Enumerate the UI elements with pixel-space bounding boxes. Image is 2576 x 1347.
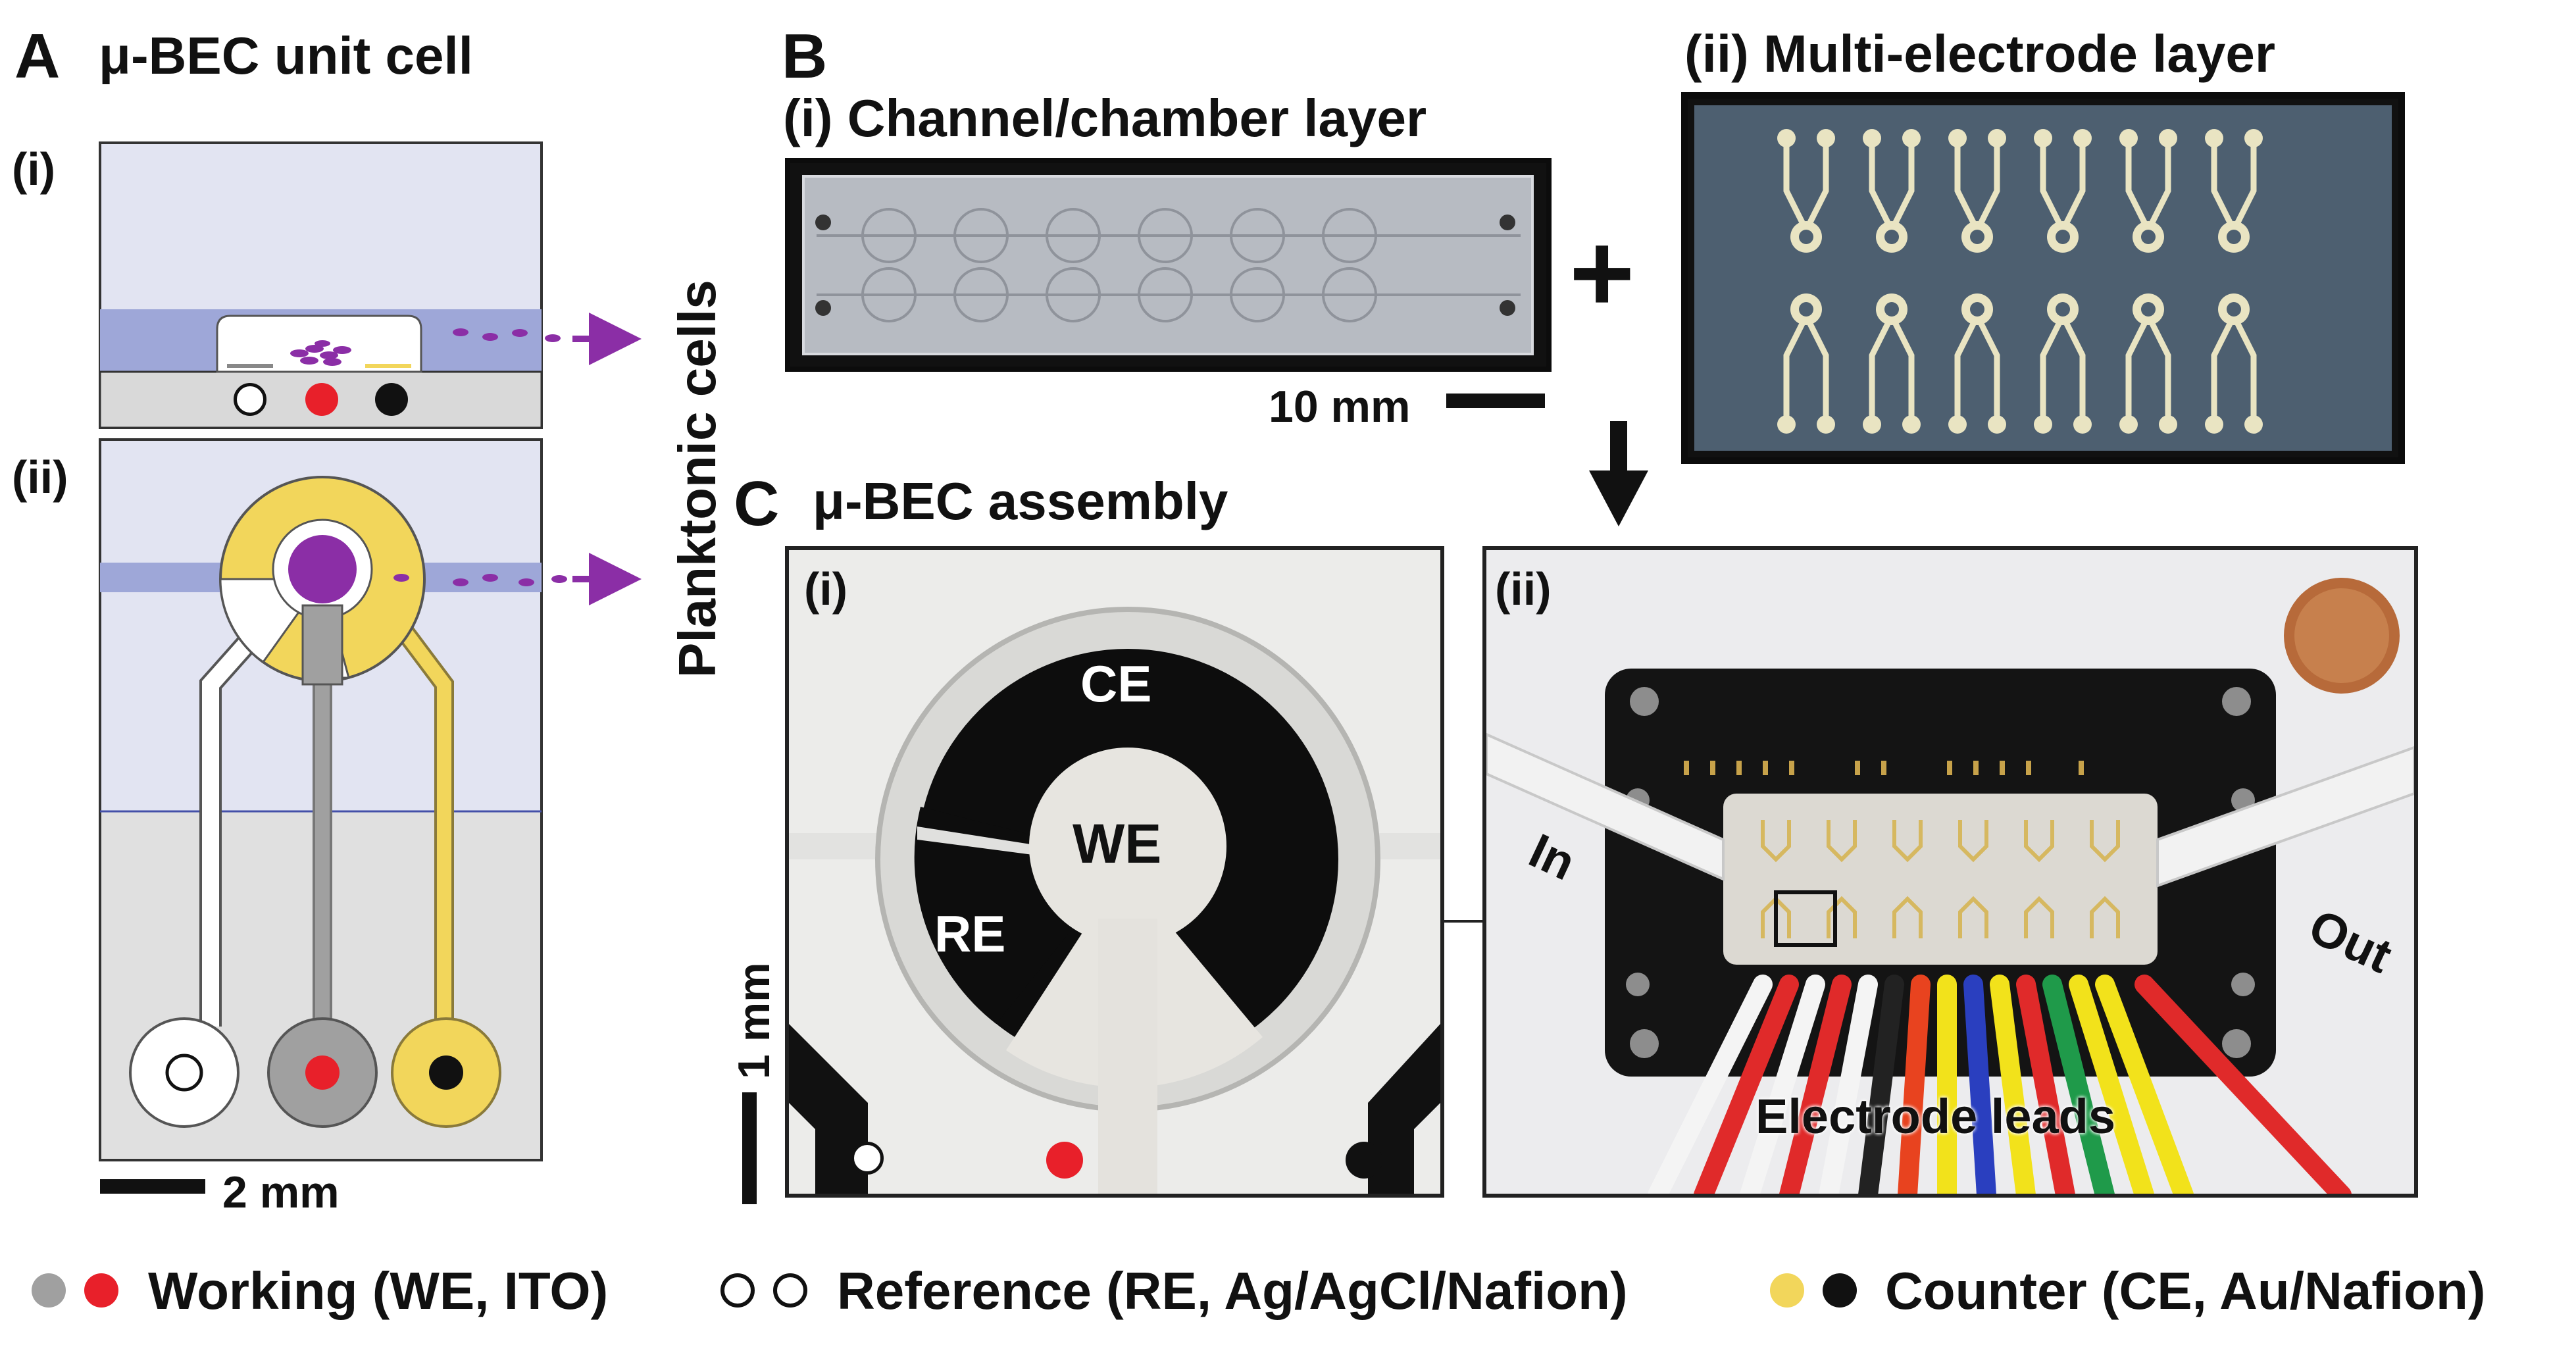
pad-reference-i	[234, 383, 266, 416]
panel-c-title: μ-BEC assembly	[813, 472, 1228, 530]
label-we: WE	[1073, 813, 1162, 875]
panel-b-layer-i-title: (i) Channel/chamber layer	[783, 89, 1427, 147]
legend-counter-yellow-dot	[1770, 1273, 1804, 1308]
electrode-micrograph	[785, 546, 1444, 1198]
panel-c-sub-ii: (ii)	[1495, 563, 1552, 615]
panel-c-sub-i: (i)	[804, 563, 848, 615]
panel-a-letter: A	[14, 21, 61, 91]
plus-sign: +	[1569, 211, 1635, 336]
panel-b-layer-ii-title: (ii) Multi-electrode layer	[1684, 24, 2275, 83]
legend-working-gray-dot	[32, 1273, 66, 1308]
legend-working-red-dot	[84, 1273, 118, 1308]
label-re: RE	[934, 905, 1006, 963]
pad-reference-c	[851, 1142, 884, 1175]
panel-a-scale-label: 2 mm	[222, 1167, 340, 1217]
panel-a-sub-i: (i)	[12, 143, 56, 195]
multi-electrode-layer-photo	[1681, 92, 2405, 464]
label-electrode-leads: Electrode leads	[1755, 1089, 2116, 1144]
channel-chamber-layer-photo	[785, 158, 1552, 372]
label-ce: CE	[1080, 655, 1152, 713]
planktonic-cells-i	[453, 328, 561, 342]
legend-reference-dot-2	[773, 1273, 807, 1308]
bacteria-cluster-i	[290, 340, 351, 366]
pad-working-c	[1046, 1142, 1083, 1179]
legend-counter-black-dot	[1823, 1273, 1857, 1308]
pad-counter-c	[1346, 1142, 1382, 1179]
legend-counter-label: Counter (CE, Au/Nafion)	[1885, 1261, 2486, 1320]
legend-reference-label: Reference (RE, Ag/AgCl/Nafion)	[837, 1261, 1628, 1320]
panel-c-scale-bar	[742, 1092, 757, 1204]
panel-b-scale-bar	[1446, 394, 1545, 408]
panel-b-letter: B	[782, 21, 828, 91]
planktonic-cells-ii	[393, 574, 567, 586]
panel-b-scale-label: 10 mm	[1269, 382, 1411, 432]
panel-a-title: μ-BEC unit cell	[99, 26, 473, 85]
panel-c-letter: C	[734, 469, 780, 539]
legend-reference-dot-1	[720, 1273, 755, 1308]
panel-a-sub-ii: (ii)	[12, 451, 68, 503]
legend-working-label: Working (WE, ITO)	[148, 1261, 609, 1320]
pad-working-i	[305, 383, 338, 416]
device-assembly-photo	[1482, 546, 2418, 1198]
pad-counter-i	[375, 383, 408, 416]
